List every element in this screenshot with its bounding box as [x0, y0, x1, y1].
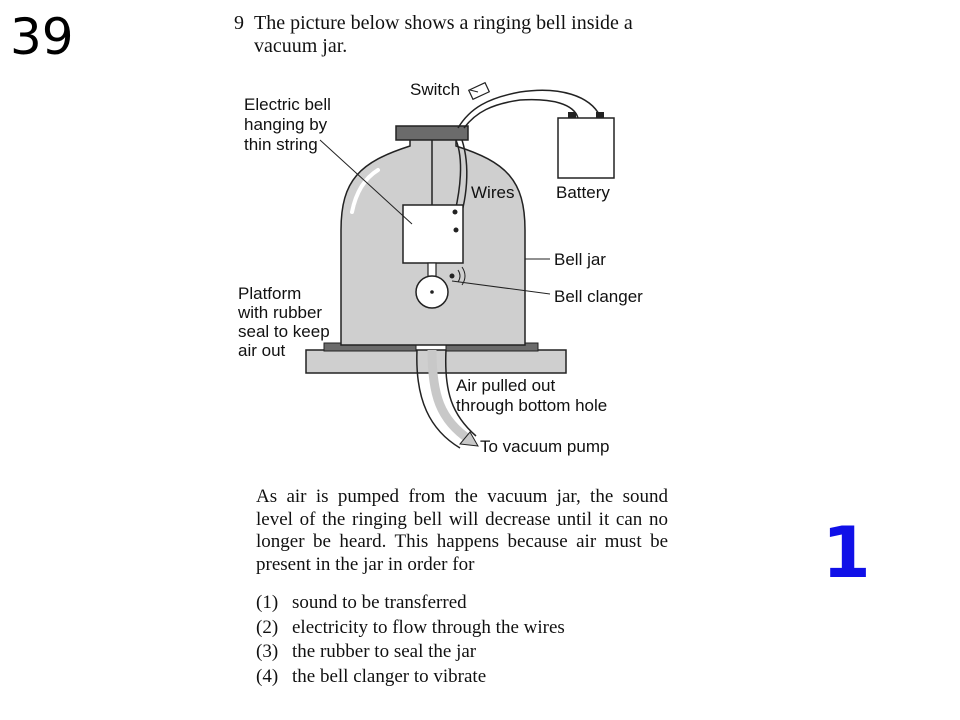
label-vacuum-pump: To vacuum pump — [480, 437, 609, 456]
passage-line: must be present in the jar in order for — [256, 531, 669, 575]
choice-1[interactable]: (1) sound to be transferred — [256, 591, 565, 616]
label-bell-clanger: Bell clanger — [554, 287, 643, 306]
wire-outer-2 — [463, 98, 579, 129]
choice-4[interactable]: (4) the bell clanger to vibrate — [256, 665, 565, 690]
choice-text: sound to be transferred — [292, 592, 467, 613]
choice-number: (4) — [256, 665, 279, 687]
answer-choices: (1) sound to be transferred (2) electricit… — [256, 591, 565, 689]
pipe-outline-right — [444, 349, 477, 437]
choice-number: (1) — [256, 592, 279, 613]
passage-line: no longer be heard. This happens because… — [256, 508, 669, 553]
clanger-stem — [427, 262, 437, 278]
sound-wave-icon — [457, 266, 466, 286]
choice-number: (3) — [256, 641, 279, 662]
label-electric-bell: Electric bell hanging by thin string — [244, 95, 336, 154]
battery-icon — [557, 117, 615, 179]
leader-clanger — [451, 280, 551, 295]
label-air-pulled: Air pulled out through bottom hole — [456, 376, 607, 415]
hammer-head — [449, 273, 455, 279]
wire-terminal-1 — [452, 209, 458, 215]
passage-line: As air is pumped from the vacuum jar, th… — [256, 486, 668, 507]
label-bell-jar: Bell jar — [554, 250, 606, 269]
choice-2[interactable]: (2) electricity to flow through the wires — [256, 616, 565, 641]
choice-number: (2) — [256, 616, 279, 638]
air-flow-arrowhead — [459, 431, 479, 447]
question-passage: As air is pumped from the vacuum jar, th… — [256, 486, 668, 576]
jar-highlight — [350, 168, 380, 214]
question-text-line2: vacuum jar. — [254, 35, 348, 57]
leader-switch — [469, 89, 479, 93]
choice-3[interactable]: (3) the rubber to seal the jar — [256, 640, 565, 665]
choice-text: the bell clanger to vibrate — [292, 665, 487, 687]
question-heading: 9 The picture below shows a ringing bell … — [234, 12, 674, 58]
choice-text: the rubber to seal the jar — [292, 641, 477, 662]
battery-terminal-right — [596, 112, 604, 118]
battery-terminal-left — [568, 112, 576, 118]
question-number: 9 — [234, 12, 244, 34]
clanger-center — [430, 290, 434, 294]
label-battery: Battery — [556, 183, 610, 202]
jar-lid — [395, 125, 469, 141]
label-platform: Platform with rubber seal to keep air ou… — [237, 284, 334, 360]
electric-bell-box — [402, 204, 464, 264]
wire-outer-1 — [457, 89, 601, 129]
answer-label: 1 — [822, 512, 871, 594]
question-text-line1: The picture below shows a ringing bell i… — [254, 12, 633, 34]
label-switch: Switch — [410, 80, 460, 99]
wire-terminal-2 — [453, 227, 459, 233]
passage-line: level of the ringing bell will decrease … — [256, 508, 643, 530]
pipe-outline-left — [416, 349, 461, 449]
switch-icon — [467, 81, 491, 101]
leader-bell — [319, 139, 413, 225]
label-wires: Wires — [471, 183, 514, 202]
slide-number: 39 — [10, 8, 74, 66]
air-flow-arrow — [427, 349, 473, 444]
choice-text: electricity to flow through the wires — [292, 616, 565, 638]
